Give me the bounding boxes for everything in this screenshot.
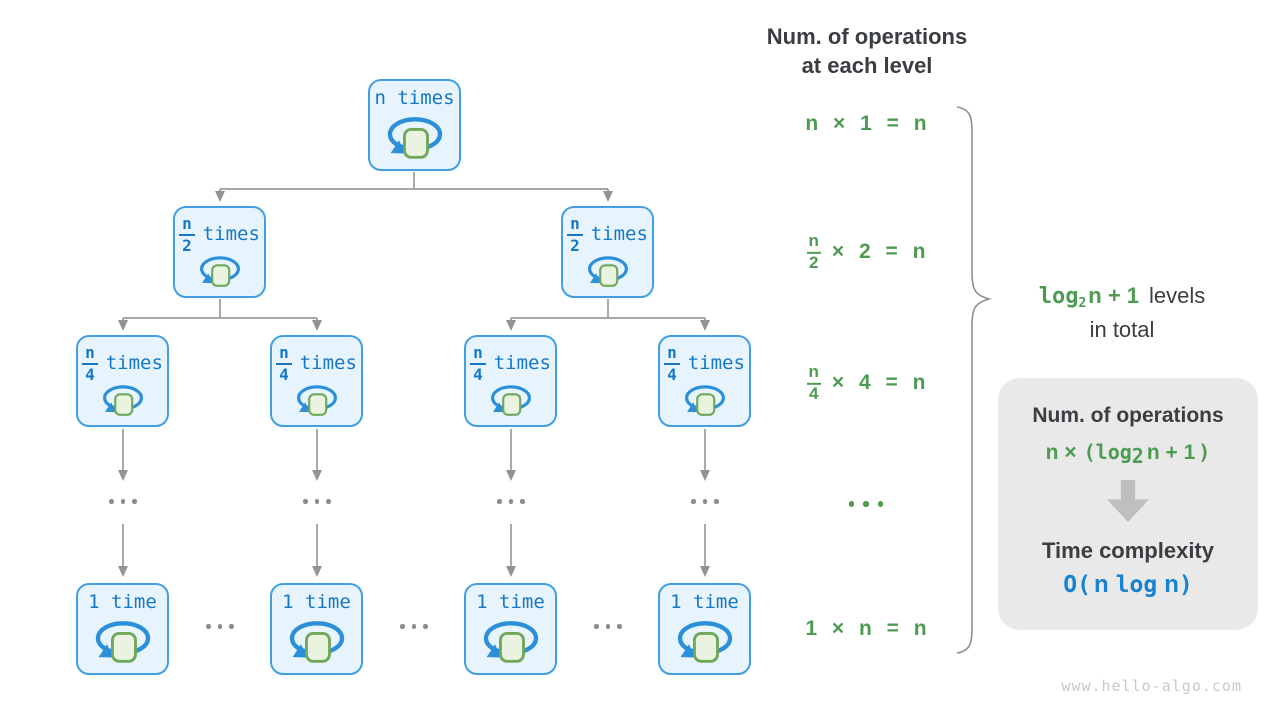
ellipsis-dots bbox=[190, 624, 250, 629]
tree-node-leaf-2: 1 time bbox=[270, 583, 363, 675]
node-label: 1 time bbox=[282, 591, 351, 613]
tree-node-leaf-1: 1 time bbox=[76, 583, 169, 675]
node-label: n times bbox=[374, 87, 455, 109]
level-formula-1: n × 1 = n bbox=[805, 112, 927, 135]
loop-icon bbox=[587, 256, 628, 288]
loop-icon bbox=[102, 385, 143, 417]
ellipsis-dots bbox=[578, 624, 638, 629]
ellipsis-dots-green bbox=[831, 501, 901, 507]
time-complexity-title: Time complexity bbox=[1042, 538, 1214, 563]
loop-icon bbox=[490, 385, 531, 417]
right-panel-header: Num. of operations at each level bbox=[756, 22, 978, 80]
node-label: 1 time bbox=[88, 591, 157, 613]
header-line1: Num. of operations bbox=[766, 24, 968, 49]
loop-icon bbox=[289, 621, 344, 663]
ellipsis-dots bbox=[384, 624, 444, 629]
ellipsis-dots bbox=[93, 499, 153, 504]
loop-icon bbox=[199, 256, 240, 288]
loop-icon bbox=[684, 385, 725, 417]
node-label: 1 time bbox=[670, 591, 739, 613]
node-label: 1 time bbox=[476, 591, 545, 613]
loop-icon bbox=[95, 621, 150, 663]
ellipsis-dots bbox=[287, 499, 347, 504]
loop-icon bbox=[677, 621, 732, 663]
site-watermark: www.hello-algo.com bbox=[1061, 677, 1242, 695]
tree-node-root: n times bbox=[368, 79, 461, 171]
loop-icon bbox=[296, 385, 337, 417]
ellipsis-dots bbox=[481, 499, 541, 504]
log-text: log bbox=[1038, 284, 1079, 309]
level-formula-4: 1 × n = n bbox=[805, 617, 927, 640]
ellipsis-dots bbox=[675, 499, 735, 504]
tree-node-leaf-4: 1 time bbox=[658, 583, 751, 675]
loop-icon bbox=[387, 117, 442, 159]
summary-title: Num. of operations bbox=[1032, 404, 1224, 427]
header-line2: at each level bbox=[801, 53, 933, 79]
loop-icon bbox=[483, 621, 538, 663]
down-arrow-icon bbox=[1107, 480, 1149, 522]
tree-node-leaf-3: 1 time bbox=[464, 583, 557, 675]
